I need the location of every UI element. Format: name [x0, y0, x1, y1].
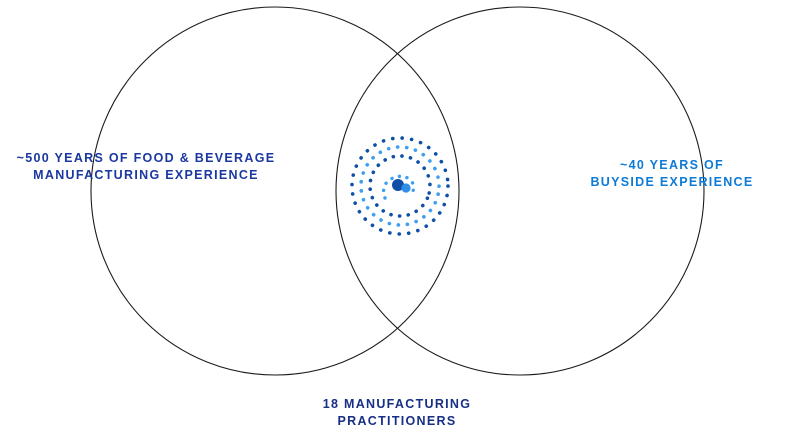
right-circle-label-line2: BUYSIDE EXPERIENCE: [590, 175, 754, 189]
left-circle-label-line1: ~500 YEARS OF FOOD & BEVERAGE: [16, 151, 276, 165]
left-circle-label-line2: MANUFACTURING EXPERIENCE: [33, 168, 259, 182]
bottom-caption: 18 MANUFACTURING PRACTITIONERS: [277, 396, 517, 430]
bottom-caption-line2: PRACTITIONERS: [337, 414, 457, 428]
center-dots-logo: [350, 136, 450, 236]
center-dot-dark-icon: [392, 179, 404, 191]
right-circle-label-line1: ~40 YEARS OF: [620, 158, 724, 172]
right-circle: [335, 6, 705, 376]
dots-ring-middle-icon: [359, 145, 441, 227]
center-dot-light-icon: [401, 183, 411, 193]
left-circle-label: ~500 YEARS OF FOOD & BEVERAGE MANUFACTUR…: [0, 150, 294, 184]
right-circle-label: ~40 YEARS OF BUYSIDE EXPERIENCE: [552, 157, 792, 191]
bottom-caption-line1: 18 MANUFACTURING: [322, 397, 472, 411]
left-circle: [90, 6, 460, 376]
dots-ring-outer-icon: [350, 136, 450, 236]
dots-ring-inner-icon: [368, 154, 432, 218]
